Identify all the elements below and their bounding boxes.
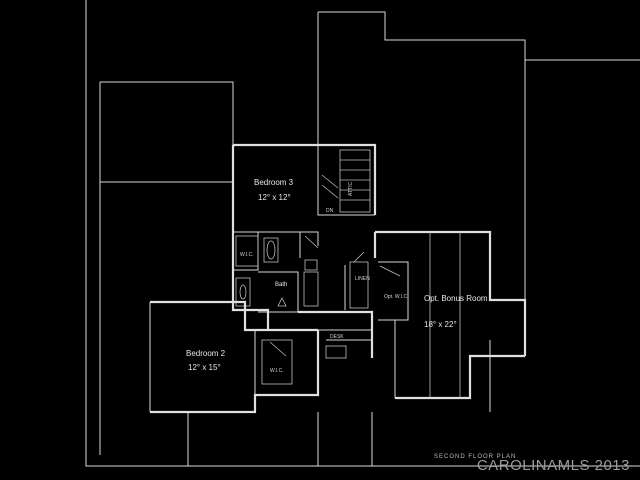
stair-down-label: DN xyxy=(326,208,334,214)
watermark-text: CAROLINAMLS 2013 xyxy=(476,457,630,474)
bonus-room: Opt. W.I.C. Opt. Bonus Room 18° x 22° xyxy=(373,230,527,400)
linen-label: LINEN xyxy=(355,276,370,282)
roof-outline xyxy=(85,0,640,467)
plan-title: SECOND FLOOR PLAN xyxy=(434,454,516,460)
stair: ATTIC DN xyxy=(321,149,371,214)
wic-bed2-label: W.I.C. xyxy=(270,368,284,374)
bedroom-3: Bedroom 3 12° x 12° xyxy=(231,143,377,272)
bedroom-3-size: 12° x 12° xyxy=(258,193,291,202)
bedroom-3-name: Bedroom 3 xyxy=(254,178,294,187)
bedroom-2-name: Bedroom 2 xyxy=(186,349,226,358)
wic-bed3-label: W.I.C. xyxy=(240,252,254,258)
attic-label: ATTIC xyxy=(348,182,354,196)
bonus-room-name: Opt. Bonus Room xyxy=(424,294,488,303)
bonus-room-size: 18° x 22° xyxy=(424,320,457,329)
desk-label: DESK xyxy=(330,334,344,340)
bath-label: Bath xyxy=(275,282,287,288)
corridor: DESK LINEN xyxy=(298,251,374,359)
hall-bath: W.I.C. Bath xyxy=(231,231,319,330)
bedroom-2: W.I.C. Bedroom 2 12° x 15° xyxy=(150,300,320,414)
wic-bonus-label: Opt. W.I.C. xyxy=(384,294,408,300)
bedroom-2-size: 12° x 15° xyxy=(188,363,221,372)
